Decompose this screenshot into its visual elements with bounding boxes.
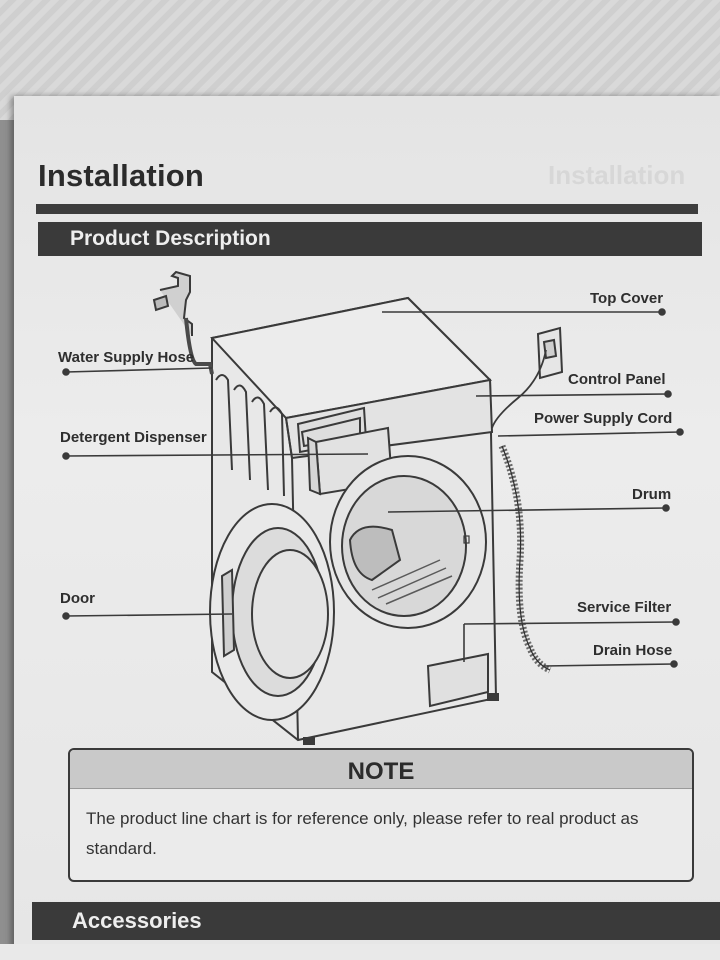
label-water-supply-hose: Water Supply Hose [58,349,195,366]
label-power-supply-cord: Power Supply Cord [534,410,673,427]
note-text: The product line chart is for reference … [86,809,639,858]
next-content-strip [0,944,720,960]
heading-rule [36,204,698,214]
label-door: Door [60,590,95,607]
washing-machine-illustration [152,270,564,745]
section-title-product-description: Product Description [38,222,702,256]
label-detergent-dispenser: Detergent Dispenser [60,429,207,446]
label-top-cover: Top Cover [590,290,664,307]
section-title-accessories: Accessories [32,902,720,940]
note-box: NOTE The product line chart is for refer… [68,748,694,882]
label-control-panel: Control Panel [568,371,666,388]
page-heading: Installation [38,158,205,193]
label-service-filter: Service Filter [577,599,672,616]
bleed-through-heading: Installation [548,160,686,190]
leader-lines [62,308,684,668]
note-title: NOTE [70,750,692,789]
label-drum: Drum [632,486,672,503]
label-drain-hose: Drain Hose [593,642,673,659]
